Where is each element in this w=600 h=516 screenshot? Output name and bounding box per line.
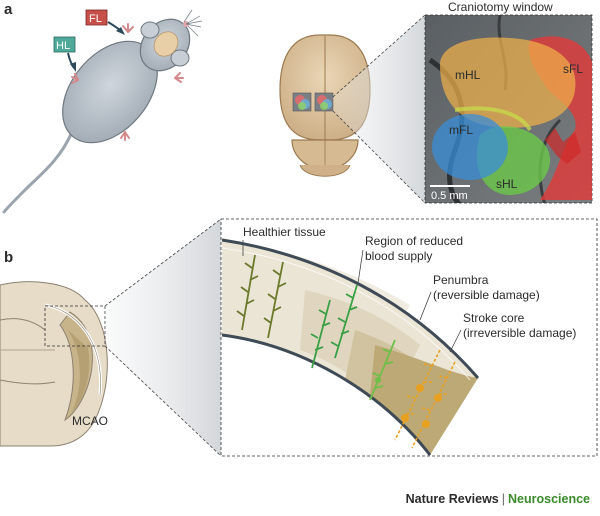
label-penumbra-2: (reversible damage) bbox=[433, 288, 540, 302]
journal-section: Neuroscience bbox=[508, 492, 590, 506]
mouse-tail bbox=[2, 130, 74, 214]
panel-b-letter: b bbox=[4, 249, 13, 266]
label-reduced-2: blood supply bbox=[365, 249, 432, 263]
brain-cross-section bbox=[0, 281, 108, 447]
hl-tag-label: HL bbox=[56, 40, 70, 52]
hl-tag bbox=[53, 36, 76, 53]
fl-tag-label: FL bbox=[89, 13, 102, 25]
label-core-2: (irreversible damage) bbox=[463, 326, 576, 340]
zoom-cone-b bbox=[105, 219, 221, 456]
mouse-illustration bbox=[62, 9, 203, 144]
neurons-healthy bbox=[236, 254, 287, 339]
leader-reduced bbox=[357, 249, 364, 284]
leader-penumbra bbox=[419, 291, 432, 321]
label-reduced-1: Region of reduced bbox=[365, 234, 463, 248]
journal-name: Nature Reviews bbox=[405, 492, 499, 506]
fl-tag bbox=[85, 9, 108, 26]
journal-footer: Nature Reviews|Neuroscience bbox=[406, 492, 590, 506]
footer-separator: | bbox=[501, 492, 506, 506]
mcao-label: MCAO bbox=[72, 414, 108, 428]
region-label-sfl: sFL bbox=[563, 62, 583, 76]
zoom-cone-a bbox=[333, 15, 425, 203]
neurons-core-somata bbox=[401, 384, 442, 428]
panel-a-letter: a bbox=[4, 1, 13, 18]
label-penumbra-1: Penumbra bbox=[433, 273, 489, 287]
region-label-mfl: mFL bbox=[449, 123, 473, 137]
neurons-core bbox=[394, 349, 456, 449]
label-healthier-tissue: Healthier tissue bbox=[243, 225, 326, 239]
craniotomy-window: mHL sFL mFL sHL 0.5 mm bbox=[424, 14, 593, 204]
neurons-penumbra bbox=[369, 339, 396, 401]
scale-bar-label: 0.5 mm bbox=[431, 190, 468, 202]
neurons-reduced bbox=[310, 284, 358, 369]
label-core-1: Stroke core bbox=[463, 311, 525, 325]
region-label-shl: sHL bbox=[496, 177, 518, 191]
region-label-mhl: mHL bbox=[455, 68, 481, 82]
window-title: Craniotomy window bbox=[448, 0, 553, 14]
leader-core bbox=[449, 329, 462, 353]
